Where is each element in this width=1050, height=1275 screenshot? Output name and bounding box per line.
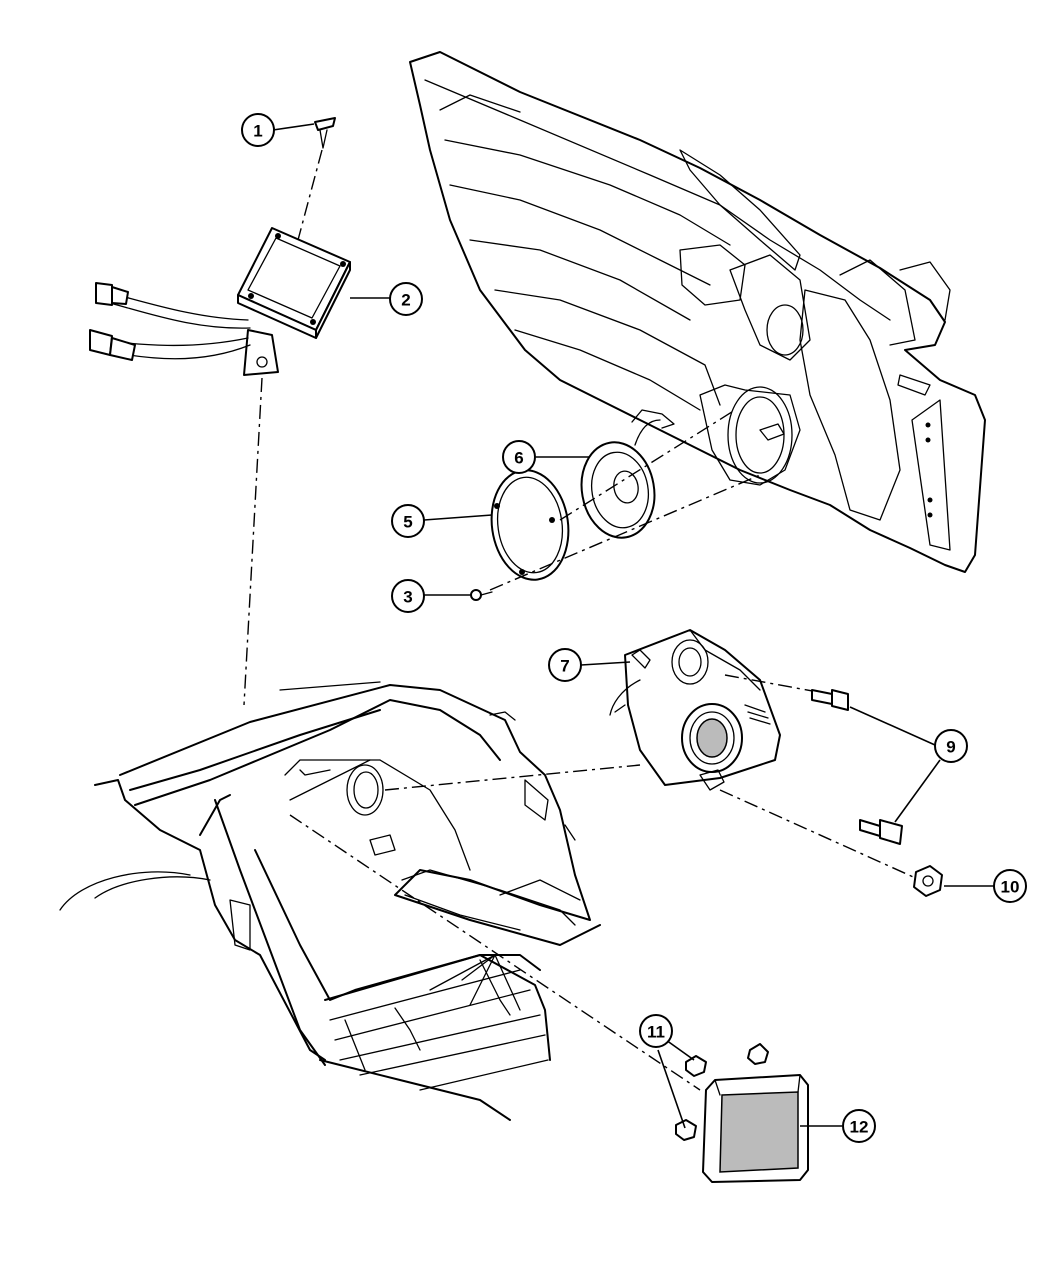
- callout-1: 1: [241, 113, 275, 147]
- callout-label-9: 9: [946, 738, 955, 757]
- callout-label-3: 3: [403, 588, 412, 607]
- callout-label-1: 1: [253, 122, 262, 141]
- callout-7: 7: [548, 648, 582, 682]
- antenna-module: [89, 227, 351, 376]
- callout-label-12: 12: [850, 1118, 869, 1137]
- callout-label-10: 10: [1001, 878, 1020, 897]
- nuts-11: [675, 1043, 769, 1141]
- leader-lines: [272, 123, 995, 1129]
- screw-1: [314, 117, 336, 149]
- door-trim-panel: [409, 51, 986, 573]
- callout-label-2: 2: [401, 291, 410, 310]
- amplifier: [702, 1074, 809, 1183]
- callout-11: 11: [639, 1014, 673, 1048]
- grille-screw: [470, 589, 493, 601]
- callout-10: 10: [993, 869, 1027, 903]
- trunk-body: [59, 681, 601, 1121]
- nut-10: [913, 865, 943, 897]
- callout-label-11: 11: [647, 1023, 665, 1042]
- speaker-enclosure: [609, 629, 781, 791]
- callout-label-7: 7: [560, 657, 569, 676]
- callout-12: 12: [842, 1109, 876, 1143]
- callout-label-5: 5: [403, 513, 412, 532]
- callout-5: 5: [391, 504, 425, 538]
- door-speaker: [580, 419, 661, 539]
- callout-6: 6: [502, 440, 536, 474]
- callout-2: 2: [389, 282, 423, 316]
- callout-label-6: 6: [514, 449, 523, 468]
- bolt-9-lower: [859, 819, 903, 845]
- callout-9: 9: [934, 729, 968, 763]
- bolt-9-upper: [811, 689, 849, 711]
- speaker-grille: [490, 469, 570, 581]
- callout-3: 3: [391, 579, 425, 613]
